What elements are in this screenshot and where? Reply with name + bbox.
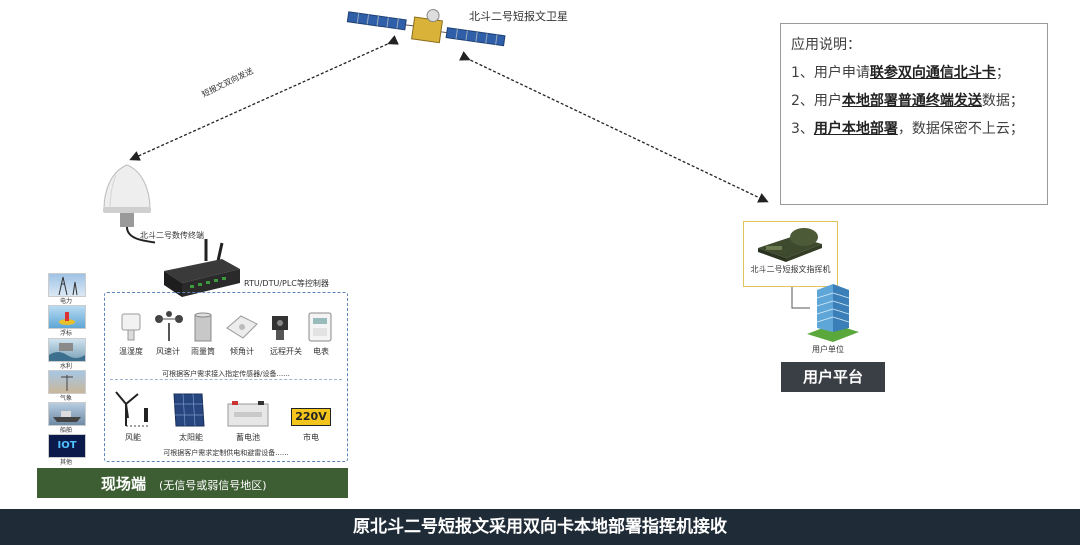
sensor-label: 雨量筒 <box>191 347 215 356</box>
controller-label: RTU/DTU/PLC等控制器 <box>244 279 329 288</box>
sensor-label: 倾角计 <box>230 347 254 356</box>
controller-icon <box>164 239 240 297</box>
side-icon-label: 船舶 <box>59 427 72 434</box>
side-icon-label: 电力 <box>59 298 72 305</box>
antenna-icon <box>103 164 155 244</box>
power-note: 可根据客户需求定制供电和避雷设备...... <box>163 449 289 457</box>
ship-icon <box>48 402 86 426</box>
usage-item-2: 2、用户本地部署普通终端发送数据； <box>791 93 1024 109</box>
sensor-label: 远程开关 <box>270 347 302 356</box>
user-unit-label: 用户单位 <box>812 345 844 354</box>
side-icon-label: 其他 <box>59 459 72 466</box>
water-icon <box>48 338 86 362</box>
mains-badge: 220V <box>295 410 327 423</box>
satellite-icon <box>346 9 506 47</box>
side-icon-label: 水利 <box>59 363 72 370</box>
field-title: 现场端 <box>101 475 147 493</box>
thermo-hygrometer-icon <box>121 313 141 341</box>
satellite-label: 北斗二号短报文卫星 <box>469 10 568 23</box>
side-icon-label: 浮标 <box>59 330 72 337</box>
satellite-command-link <box>459 51 769 203</box>
footer-title: 原北斗二号短报文采用双向卡本地部署指挥机接收 <box>0 509 1080 545</box>
sensors-note: 可根据客户需求接入指定传感器/设备...... <box>162 370 290 378</box>
sensor-label: 风速计 <box>156 347 180 356</box>
iot-icon: IOT <box>48 434 86 458</box>
usage-note-box: 应用说明： 1、用户申请联参双向通信北斗卡； 2、用户本地部署普通终端发送数据；… <box>780 23 1048 205</box>
equipment-divider <box>110 379 342 380</box>
power-label: 市电 <box>303 433 319 442</box>
power-label: 风能 <box>125 433 141 442</box>
user-platform-bar: 用户平台 <box>781 362 885 392</box>
building-icon <box>807 284 859 342</box>
anemometer-icon <box>155 311 183 341</box>
sensor-label: 温湿度 <box>119 347 143 356</box>
rain-gauge-icon <box>194 312 212 342</box>
weather-icon <box>48 370 86 394</box>
wind-turbine-icon <box>115 391 148 427</box>
battery-icon <box>227 401 269 427</box>
power-label: 太阳能 <box>179 433 203 442</box>
command-to-unit-line <box>791 285 810 309</box>
antenna-label: 北斗二号数传终端 <box>140 231 204 240</box>
sensor-label: 电表 <box>313 347 329 356</box>
power-grid-icon <box>48 273 86 297</box>
usage-item-3: 3、用户本地部署，数据保密不上云； <box>791 121 1024 137</box>
satellite-antenna-link <box>129 35 399 161</box>
usage-title: 应用说明： <box>791 37 861 53</box>
command-machine-label: 北斗二号短报文指挥机 <box>750 265 831 274</box>
command-machine-box: 北斗二号短报文指挥机 <box>743 221 838 287</box>
buoy-icon <box>48 305 86 329</box>
field-equipment-box <box>104 292 348 462</box>
side-icon-label: 气象 <box>59 395 72 402</box>
inclinometer-icon <box>226 315 258 339</box>
power-label: 蓄电池 <box>236 433 260 442</box>
field-subtitle: (无信号或弱信号地区) <box>159 479 267 492</box>
mains-power-icon: 220V <box>291 408 331 426</box>
command-machine-icon <box>758 228 822 262</box>
usage-item-1: 1、用户申请联参双向通信北斗卡； <box>791 65 1010 81</box>
remote-switch-icon <box>272 316 288 340</box>
electric-meter-icon <box>308 312 332 342</box>
solar-panel-icon <box>173 393 205 427</box>
field-end-bar: 现场端 (无信号或弱信号地区) <box>37 468 348 498</box>
